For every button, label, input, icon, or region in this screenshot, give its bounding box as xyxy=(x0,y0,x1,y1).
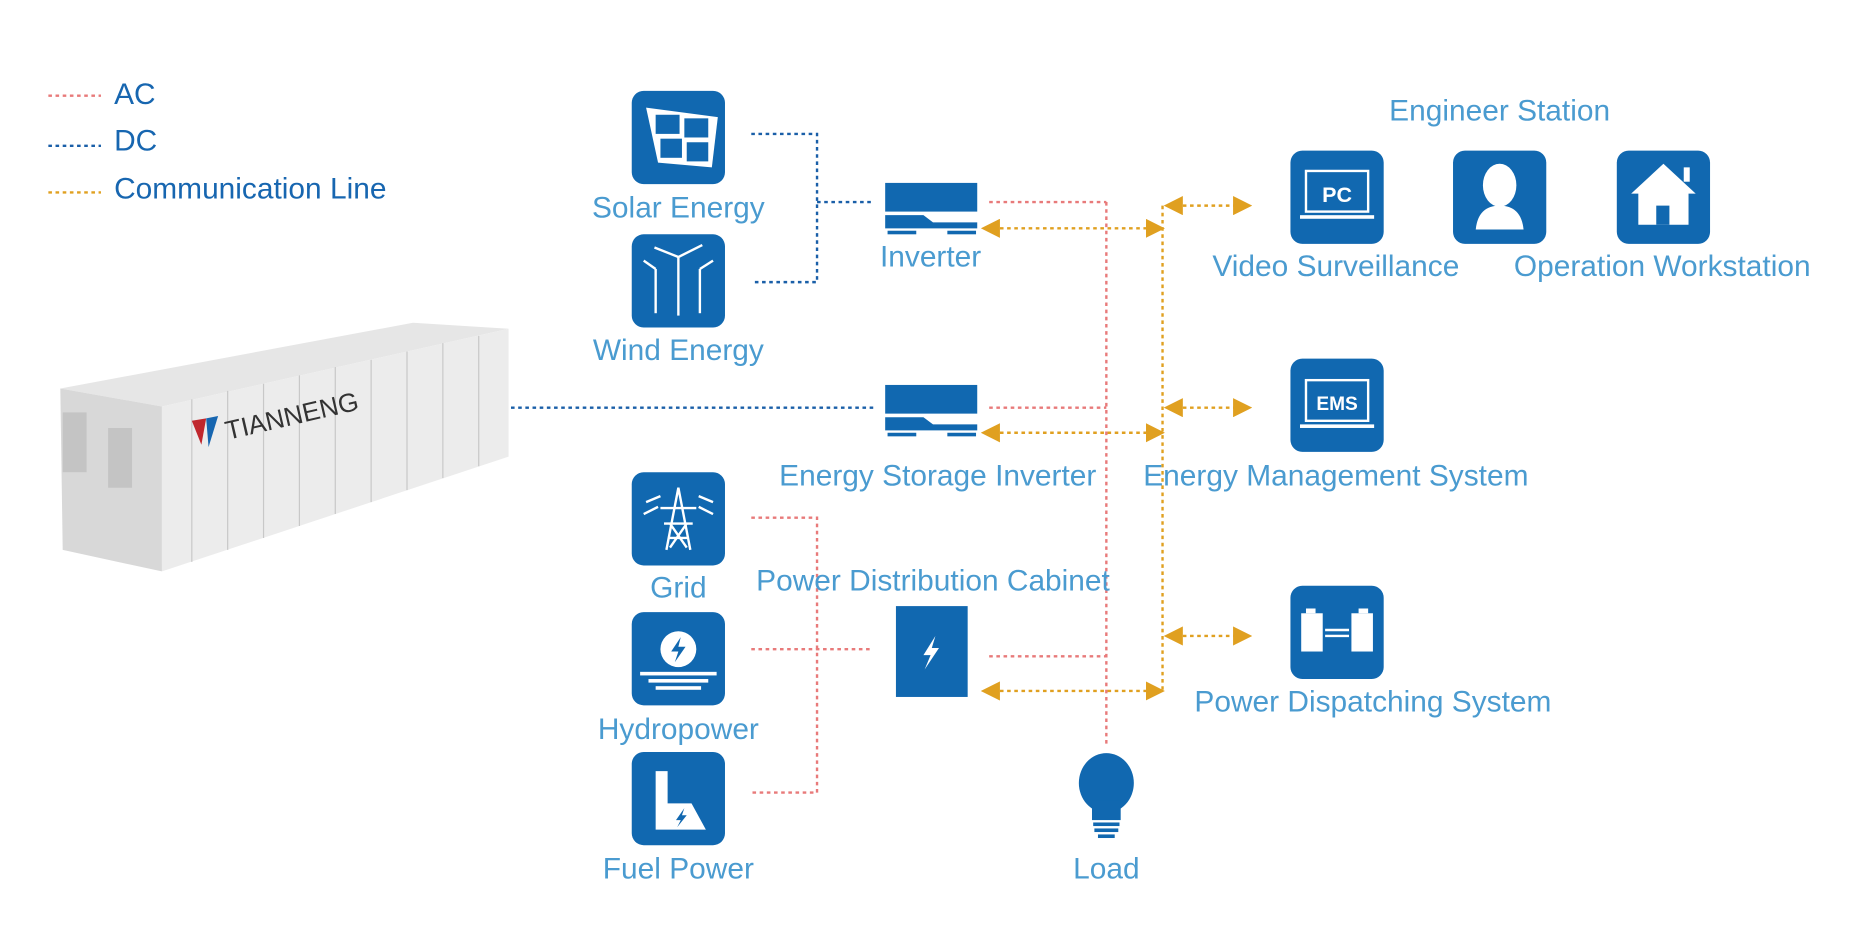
power-distribution-cabinet: Power Distribution Cabinet xyxy=(756,565,1111,697)
legend: AC DC Communication Line xyxy=(48,78,386,205)
legend-dc-label: DC xyxy=(114,125,157,158)
dispatch-label: Power Dispatching System xyxy=(1194,685,1551,718)
engineer xyxy=(1453,150,1547,244)
operation-workstation: Operation Workstation xyxy=(1514,150,1811,283)
cabinet-label: Power Distribution Cabinet xyxy=(756,565,1110,598)
hydropower-label: Hydropower xyxy=(598,713,759,746)
power-tower-icon xyxy=(631,472,725,566)
fuel-power: Fuel Power xyxy=(603,751,754,886)
video-surveillance-label: Video Surveillance xyxy=(1212,250,1459,283)
ems-badge: EMS xyxy=(1316,394,1357,415)
factory-icon xyxy=(631,751,725,846)
pc-icon xyxy=(1290,150,1384,244)
wind-energy: Wind Energy xyxy=(593,234,764,367)
dc-lines xyxy=(511,132,874,409)
legend-ac-label: AC xyxy=(114,78,156,111)
energy-storage-inverter: Energy Storage Inverter xyxy=(779,384,1096,492)
ems-icon xyxy=(1290,358,1384,452)
legend-comm-label: Communication Line xyxy=(114,172,386,205)
load: Load xyxy=(1073,753,1140,886)
engineer-station-label: Engineer Station xyxy=(1389,95,1610,128)
operation-workstation-label: Operation Workstation xyxy=(1514,250,1811,283)
ems-label: Energy Management System xyxy=(1143,459,1528,492)
video-surveillance: PC Video Surveillance xyxy=(1212,150,1459,283)
inverter-icon xyxy=(885,182,978,235)
pc-badge: PC xyxy=(1322,183,1352,207)
light-bulb-icon xyxy=(1078,753,1134,839)
solar-energy: Solar Energy xyxy=(592,90,765,225)
battery-container: TIANNENG xyxy=(60,322,509,572)
inverter: Inverter xyxy=(880,182,981,274)
storage-inverter-label: Energy Storage Inverter xyxy=(779,459,1096,492)
storage-inverter-icon xyxy=(885,384,978,437)
wind-energy-label: Wind Energy xyxy=(593,334,764,367)
hydropower: Hydropower xyxy=(598,612,759,746)
inverter-label: Inverter xyxy=(880,241,981,274)
grid-label: Grid xyxy=(650,572,706,605)
power-dispatching-system: Power Dispatching System xyxy=(1194,585,1551,718)
communication-lines xyxy=(980,196,1253,701)
solar-energy-label: Solar Energy xyxy=(592,192,765,225)
ac-lines xyxy=(751,200,1108,794)
fuel-power-label: Fuel Power xyxy=(603,853,754,886)
energy-management-system: EMS Energy Management System xyxy=(1143,358,1528,492)
load-label: Load xyxy=(1073,853,1139,886)
grid: Grid xyxy=(631,472,725,605)
